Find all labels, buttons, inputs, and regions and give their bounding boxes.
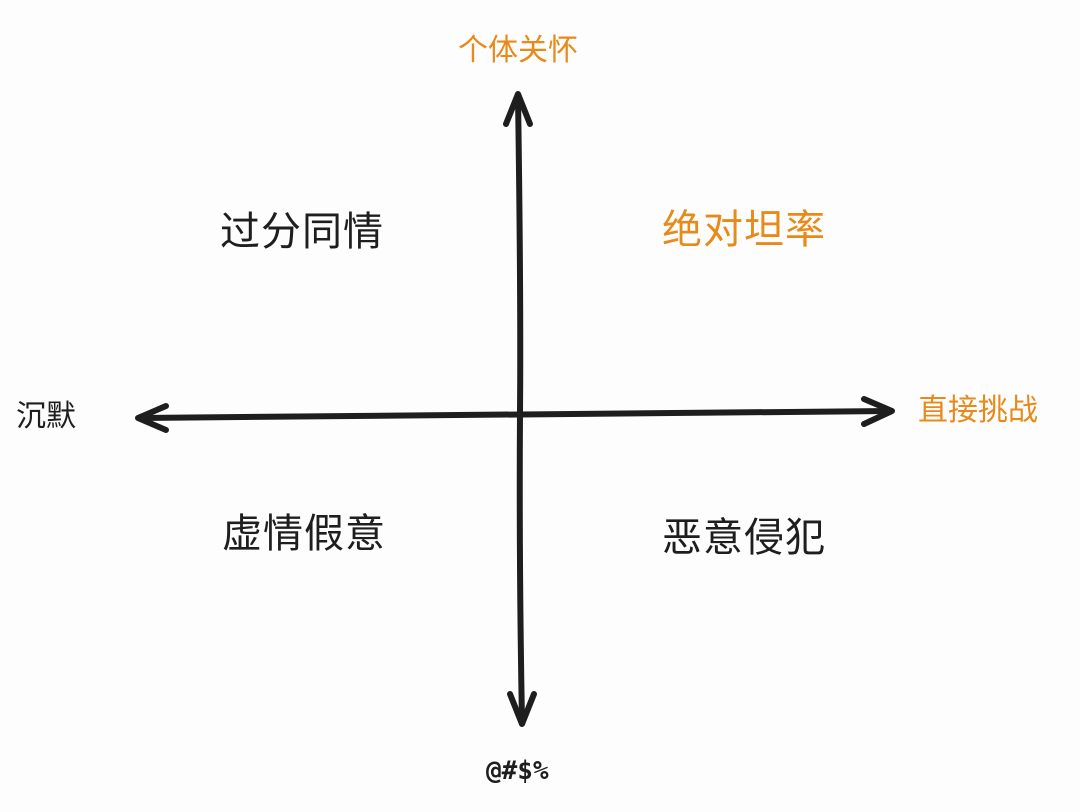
axis-label-top: 个体关怀 xyxy=(458,33,578,68)
vertical-axis-arrow-top xyxy=(503,91,533,127)
horizontal-axis-line xyxy=(137,408,893,421)
vertical-axis-line xyxy=(515,93,525,725)
quadrant-bottom-right: 恶意侵犯 xyxy=(662,515,826,561)
horizontal-axis-arrow-left xyxy=(135,403,169,433)
quadrant-top-left: 过分同情 xyxy=(220,209,384,255)
quadrant-bottom-left: 虚情假意 xyxy=(222,511,386,557)
axis-label-right: 直接挑战 xyxy=(918,393,1038,428)
horizontal-axis-arrow-right xyxy=(861,396,895,427)
axis-label-bottom: @#$% xyxy=(486,756,549,786)
vertical-axis-arrow-bottom xyxy=(507,691,537,727)
axis-label-left: 沉默 xyxy=(16,399,76,434)
quadrant-top-right: 绝对坦率 xyxy=(662,207,826,253)
